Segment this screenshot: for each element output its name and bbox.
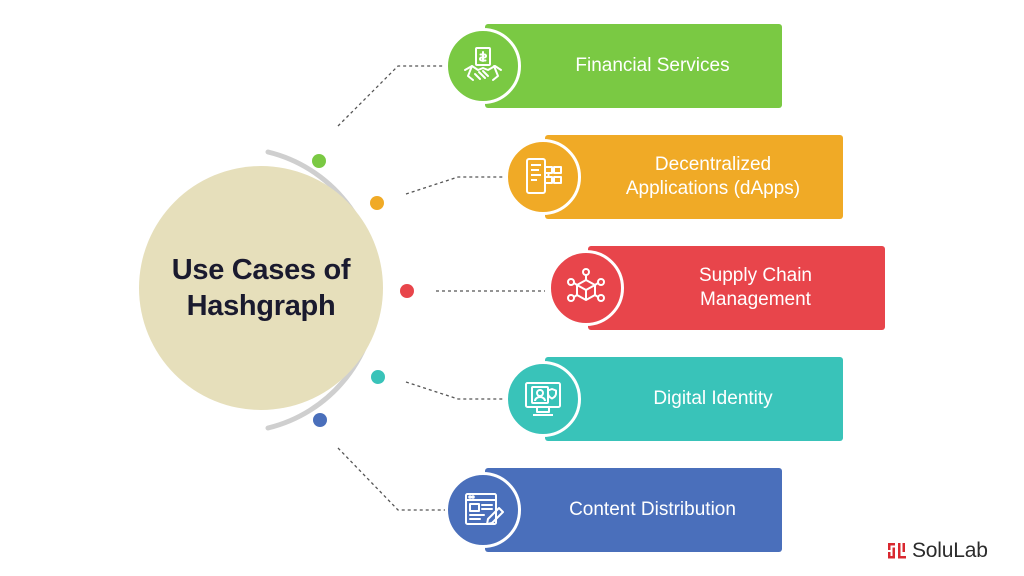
- card-label: Financial Services: [575, 55, 730, 76]
- card-bar: Financial Services: [485, 24, 782, 108]
- hub-title: Use Cases of Hashgraph: [172, 252, 351, 324]
- content-edit-icon: [445, 472, 521, 548]
- network-box-icon: [548, 250, 624, 326]
- card-bar: Digital Identity: [545, 357, 843, 441]
- use-case-card-content-distribution: Content Distribution: [445, 468, 782, 552]
- use-case-card-financial-services: Financial Services: [445, 24, 782, 108]
- card-label: Content Distribution: [569, 499, 736, 520]
- identity-monitor-icon: [505, 361, 581, 437]
- arc-dot-1: [312, 154, 326, 168]
- use-case-card-dapps: Decentralized Applications (dApps): [505, 135, 843, 219]
- card-bar: Content Distribution: [485, 468, 782, 552]
- app-interface-icon: [505, 139, 581, 215]
- hub-title-line-1: Use Cases of: [171, 254, 351, 286]
- connector-line-5: [337, 447, 445, 511]
- use-case-card-digital-identity: Digital Identity: [505, 357, 843, 441]
- arc-dot-3: [400, 284, 414, 298]
- arc-dot-4: [371, 370, 385, 384]
- hub-title-line-2: Hashgraph: [186, 290, 336, 322]
- card-label-line-2: Applications (dApps): [625, 178, 801, 199]
- brand-name: SoluLab: [912, 539, 988, 562]
- handshake-money-icon: [445, 28, 521, 104]
- card-label-line-1: Supply Chain: [698, 265, 813, 286]
- card-bar: Supply Chain Management: [588, 246, 885, 330]
- card-label: Digital Identity: [653, 388, 773, 409]
- connector-line-1: [337, 65, 445, 127]
- connector-line-4: [405, 381, 505, 400]
- solulab-mark-icon: [888, 543, 906, 559]
- use-case-card-supply-chain: Supply Chain Management: [548, 246, 885, 330]
- solulab-logo: SoluLab: [887, 538, 988, 564]
- connector-line-2: [405, 176, 505, 195]
- arc-dot-5: [313, 413, 327, 427]
- card-label-line-2: Management: [700, 289, 811, 310]
- hub-circle: Use Cases of Hashgraph: [139, 166, 383, 410]
- card-label-line-1: Decentralized: [654, 154, 772, 175]
- arc-dot-2: [370, 196, 384, 210]
- card-bar: Decentralized Applications (dApps): [545, 135, 843, 219]
